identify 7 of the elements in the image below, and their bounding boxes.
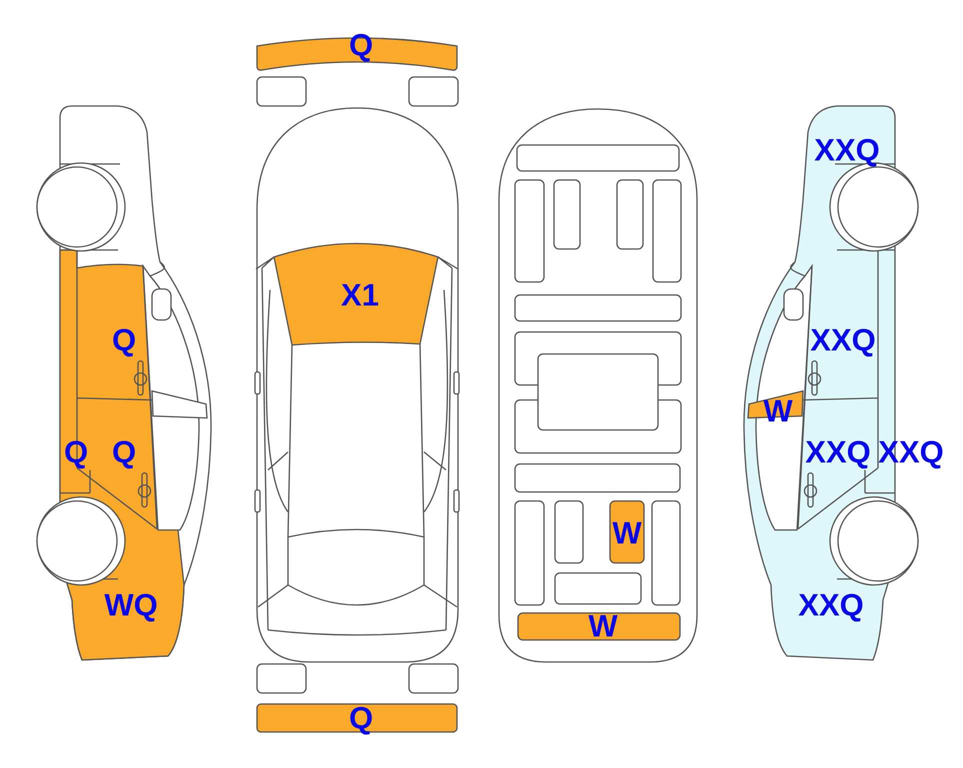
- damage-code: XXQ: [805, 436, 871, 468]
- damage-code: XXQ: [798, 590, 864, 620]
- damage-code: XXQ: [814, 134, 880, 166]
- damage-code: WQ: [104, 590, 158, 620]
- damage-code: Q: [112, 436, 136, 468]
- damage-code: Q: [112, 324, 136, 356]
- damage-code: XXQ: [810, 324, 876, 356]
